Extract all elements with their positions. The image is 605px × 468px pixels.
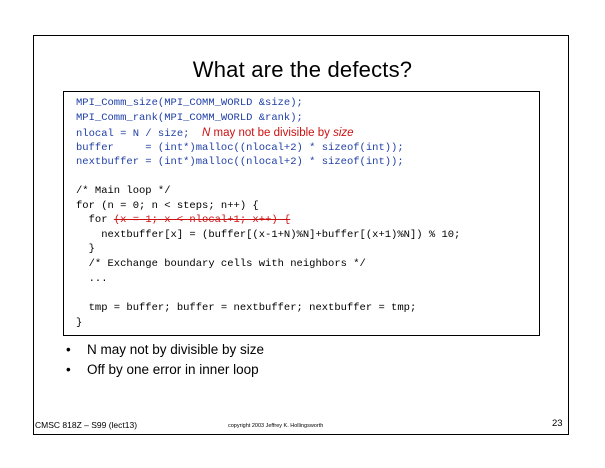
slide-frame xyxy=(33,35,569,435)
bullet-dot: • xyxy=(66,342,71,357)
code-line-9: nextbuffer[x] = (buffer[(x-1+N)%N]+buffe… xyxy=(76,229,461,241)
struck-loop-header: (x = 1; x < nlocal+1; x++) { xyxy=(113,214,291,226)
slide-title: What are the defects? xyxy=(192,57,413,82)
code-line-12: ... xyxy=(76,273,108,285)
code-line-14: } xyxy=(76,317,83,329)
page-number: 23 xyxy=(552,418,563,429)
code-line-1: MPI_Comm_size(MPI_COMM_WORLD &size); xyxy=(76,97,303,109)
code-line-6: /* Main loop */ xyxy=(76,185,171,197)
code-line-10: } xyxy=(76,243,95,255)
code-line-13: tmp = buffer; buffer = nextbuffer; nextb… xyxy=(76,302,417,314)
code-line-2: MPI_Comm_rank(MPI_COMM_WORLD &rank); xyxy=(76,112,303,124)
footer-course: CMSC 818Z – S99 (lect13) xyxy=(35,420,138,430)
code-line-3-text: nlocal = N / size; xyxy=(76,128,203,140)
code-box xyxy=(63,91,540,336)
bullet-dot: • xyxy=(66,362,71,377)
footer-copyright: copyright 2003 Jeffrey K. Hollingsworth xyxy=(228,423,324,429)
code-line-3: nlocal = N / size; N may not be divisibl… xyxy=(76,126,354,141)
annotation-size: size xyxy=(333,127,354,139)
bullet-item-1: • N may not by divisible by size xyxy=(66,342,264,357)
code-line-4: buffer = (int*)malloc((nlocal+2) * sizeo… xyxy=(76,142,404,154)
bullet-text-2: Off by one error in inner loop xyxy=(87,362,259,377)
code-line-8-text: for xyxy=(76,214,114,226)
bullet-item-2: • Off by one error in inner loop xyxy=(66,362,259,377)
annotation-n: N xyxy=(202,127,211,139)
code-line-11: /* Exchange boundary cells with neighbor… xyxy=(76,258,366,270)
bullet-text-1: N may not by divisible by size xyxy=(87,342,265,357)
code-line-5: nextbuffer = (int*)malloc((nlocal+2) * s… xyxy=(76,156,404,168)
annotation-text: may not be divisible by xyxy=(210,127,334,139)
code-line-8: for (x = 1; x < nlocal+1; x++) { xyxy=(76,213,291,227)
code-line-7: for (n = 0; n < steps; n++) { xyxy=(76,200,259,212)
